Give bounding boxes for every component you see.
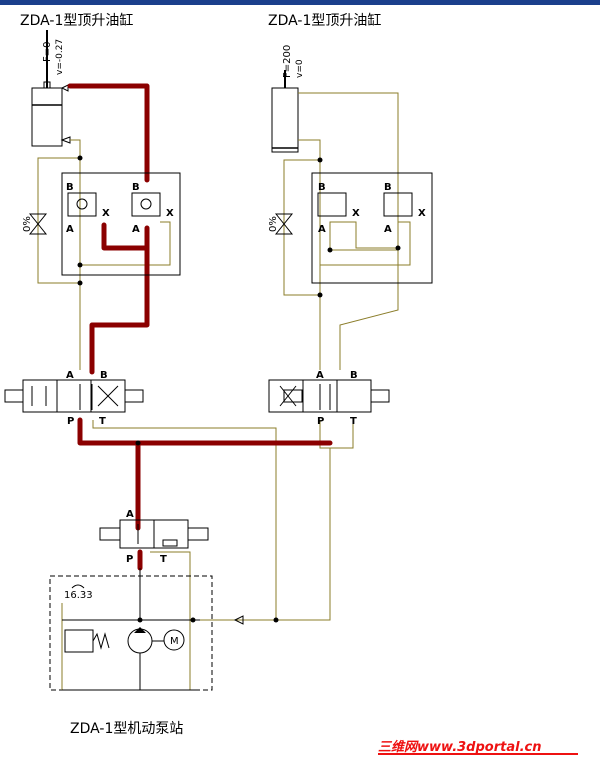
left-check-valve-block[interactable]: B B A A X X bbox=[61, 155, 181, 286]
right-block-port-a1: A bbox=[318, 224, 326, 235]
left-block-port-a1: A bbox=[66, 224, 74, 235]
pressure-lines bbox=[67, 83, 333, 571]
right-directional-valve[interactable]: A B P T bbox=[268, 370, 390, 427]
return-lines bbox=[37, 92, 411, 691]
left-cylinder-velocity: v=-0.27 bbox=[55, 39, 65, 75]
right-cylinder-velocity: v=0 bbox=[295, 59, 305, 78]
right-valve-port-p: P bbox=[317, 416, 324, 427]
left-block-port-b1: B bbox=[66, 182, 74, 193]
right-block-port-a2: A bbox=[384, 224, 392, 235]
left-directional-valve[interactable]: A B P T bbox=[4, 370, 144, 427]
right-valve-port-t: T bbox=[350, 416, 357, 427]
right-cylinder-title: ZDA-1型顶升油缸 bbox=[268, 12, 381, 29]
supply-valve-port-t: T bbox=[160, 554, 167, 565]
right-throttle-percent: 0% bbox=[268, 216, 279, 232]
right-throttle-valve[interactable]: 0% bbox=[268, 213, 294, 235]
left-throttle-valve[interactable]: 0% bbox=[22, 213, 48, 235]
window-title-bar bbox=[0, 0, 600, 5]
left-valve-port-a: A bbox=[66, 370, 74, 381]
left-block-port-x2: X bbox=[166, 208, 174, 219]
left-valve-port-b: B bbox=[100, 370, 108, 381]
right-cylinder[interactable]: F=200 v=0 bbox=[271, 45, 305, 153]
left-valve-port-p: P bbox=[67, 416, 74, 427]
supply-valve-port-p: P bbox=[126, 554, 133, 565]
right-block-port-x1: X bbox=[352, 208, 360, 219]
watermark-underline bbox=[378, 753, 578, 755]
right-check-valve-block[interactable]: B B A A X X bbox=[311, 157, 433, 298]
right-block-port-x2: X bbox=[418, 208, 426, 219]
left-cylinder-title: ZDA-1型顶升油缸 bbox=[20, 12, 133, 29]
left-valve-port-t: T bbox=[99, 416, 106, 427]
right-valve-port-a: A bbox=[316, 370, 324, 381]
right-valve-port-b: B bbox=[350, 370, 358, 381]
motor-label: M bbox=[170, 636, 179, 647]
right-block-port-b2: B bbox=[384, 182, 392, 193]
right-cylinder-force: F=200 bbox=[282, 45, 293, 78]
site-watermark: 三维网www.3dportal.cn bbox=[378, 740, 542, 755]
supply-valve[interactable]: A P T bbox=[99, 509, 209, 565]
left-block-port-a2: A bbox=[132, 224, 140, 235]
left-cylinder[interactable]: F=0 v=-0.27 bbox=[31, 30, 71, 147]
left-cylinder-force: F=0 bbox=[42, 42, 53, 63]
left-block-port-b2: B bbox=[132, 182, 140, 193]
left-throttle-percent: 0% bbox=[22, 216, 33, 232]
pump-station[interactable]: M 16.33 bbox=[49, 568, 244, 691]
pump-station-title: ZDA-1型机动泵站 bbox=[70, 721, 183, 737]
pressure-gauge-value: 16.33 bbox=[64, 590, 93, 601]
right-block-port-b1: B bbox=[318, 182, 326, 193]
supply-valve-port-a: A bbox=[126, 509, 134, 520]
left-block-port-x1: X bbox=[102, 208, 110, 219]
